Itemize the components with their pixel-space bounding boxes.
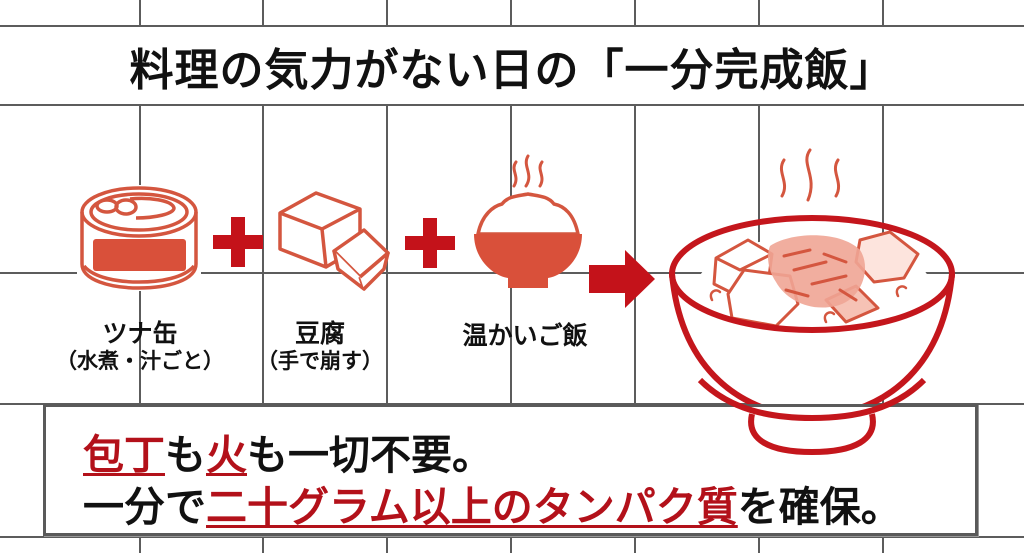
callout-line-1: 包丁も火も一切不要。 — [83, 421, 493, 481]
title-band — [0, 27, 1024, 104]
callout-text: を確保。 — [737, 483, 902, 531]
ingredient-label-rice: 温かいご飯 — [430, 321, 620, 351]
ingredient-label-tuna: ツナ缶 （水煮・汁ごと） — [40, 319, 240, 373]
callout-text: 一分で — [83, 483, 206, 531]
tofu-icon — [278, 191, 390, 291]
callout-line-2: 一分で二十グラム以上のタンパク質を確保。 — [83, 473, 902, 533]
ingredient-name: 豆腐 — [294, 319, 345, 348]
ingredient-note: （手で崩す） — [257, 348, 383, 373]
plus-icon — [405, 218, 455, 268]
arrow-right-icon — [589, 250, 655, 308]
tuna-can-icon — [77, 185, 201, 291]
plus-icon — [213, 217, 263, 267]
rice-bowl-icon — [474, 154, 582, 288]
ingredient-label-tofu: 豆腐 （手で崩す） — [240, 319, 400, 373]
highlight-text: 二十グラム以上のタンパク質 — [206, 483, 738, 531]
ingredient-name: ツナ缶 — [102, 319, 178, 348]
page-title: 料理の気力がない日の「一分完成飯」 — [129, 44, 895, 96]
callout-text: も一切不要。 — [247, 431, 493, 479]
highlight-text: 包丁 — [83, 431, 165, 479]
ingredient-note: （水煮・汁ごと） — [56, 348, 224, 373]
callout-text: も — [165, 431, 206, 479]
callout-box: 包丁も火も一切不要。 一分で二十グラム以上のタンパク質を確保。 — [43, 404, 978, 536]
highlight-text: 火 — [206, 431, 247, 479]
ingredient-name: 温かいご飯 — [462, 321, 588, 350]
